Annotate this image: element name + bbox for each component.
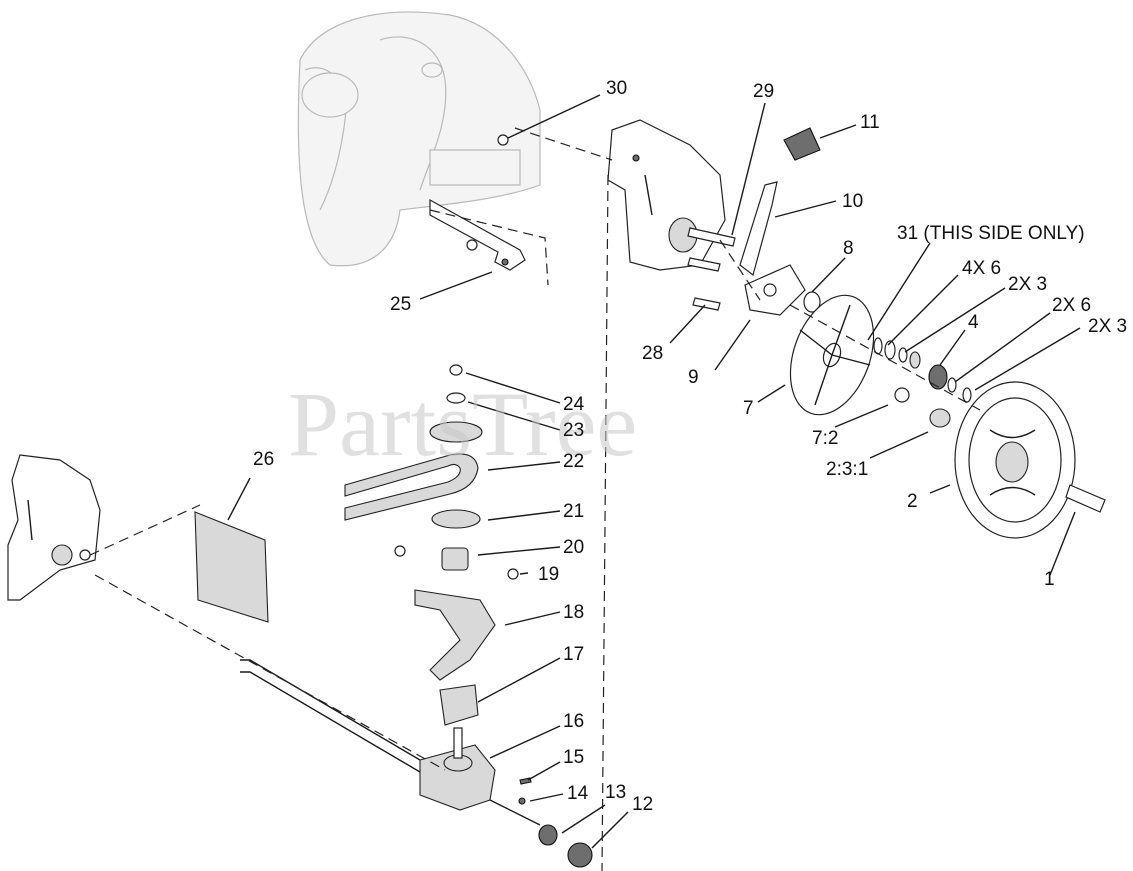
bolts-28-29 <box>687 227 736 311</box>
qty-4x6: 4X 6 <box>962 258 1001 279</box>
hub-small-parts <box>873 337 972 428</box>
leader-lines <box>227 94 1081 849</box>
drive-gear-7 <box>789 294 875 416</box>
pin-14 <box>518 797 526 805</box>
pulley-stack <box>429 364 483 571</box>
callout-labels: 30 29 11 10 31 (THIS SIDE ONLY) 8 4X 6 2… <box>253 78 1127 815</box>
callout-8: 8 <box>843 238 854 259</box>
mower-housing-ghost <box>297 11 541 267</box>
callout-2: 2 <box>907 491 918 512</box>
callout-11: 11 <box>860 112 880 133</box>
callout-19: 19 <box>538 564 559 585</box>
wheel-bolt-1 <box>1065 484 1106 513</box>
callout-9: 9 <box>688 367 699 388</box>
watermark: PartsTree <box>288 373 637 475</box>
callout-10: 10 <box>842 191 863 212</box>
callout-16: 16 <box>563 711 584 732</box>
callout-22: 22 <box>563 451 584 472</box>
callout-30: 30 <box>606 78 627 99</box>
callout-4: 4 <box>968 312 979 333</box>
drive-belt <box>344 453 479 521</box>
transmission <box>240 659 593 868</box>
wheel-2 <box>954 381 1076 539</box>
callout-21: 21 <box>563 501 584 522</box>
left-side-plate <box>7 454 101 601</box>
ratio-2-3-1: 2:3:1 <box>826 459 868 480</box>
callout-23: 23 <box>563 420 584 441</box>
pivot-hole <box>763 283 777 297</box>
right-side-plate <box>607 119 726 271</box>
qty-2x6: 2X 6 <box>1052 295 1091 316</box>
height-lever <box>739 127 821 277</box>
assembly-lines <box>89 127 981 871</box>
callout-29: 29 <box>753 81 774 102</box>
qty-2x3-b: 2X 3 <box>1088 316 1127 337</box>
callout-15: 15 <box>563 747 584 768</box>
callout-31: 31 (THIS SIDE ONLY) <box>897 223 1085 244</box>
bolt-30 <box>497 134 509 146</box>
callout-25: 25 <box>390 294 411 315</box>
callout-14: 14 <box>567 783 589 804</box>
idler-bracket <box>394 545 519 726</box>
qty-2x3-a: 2X 3 <box>1008 274 1047 295</box>
callout-1: 1 <box>1044 569 1055 590</box>
callout-7: 7 <box>743 398 754 419</box>
belt-guard-26 <box>194 511 269 623</box>
ratio-7-2: 7:2 <box>812 428 838 449</box>
callout-18: 18 <box>563 602 584 623</box>
callout-28: 28 <box>642 343 663 364</box>
callout-17: 17 <box>563 644 584 665</box>
callout-12: 12 <box>632 794 653 815</box>
callout-26: 26 <box>253 449 274 470</box>
callout-20: 20 <box>563 537 584 558</box>
callout-24: 24 <box>563 394 585 415</box>
callout-13: 13 <box>605 782 626 803</box>
height-bracket <box>429 198 526 271</box>
